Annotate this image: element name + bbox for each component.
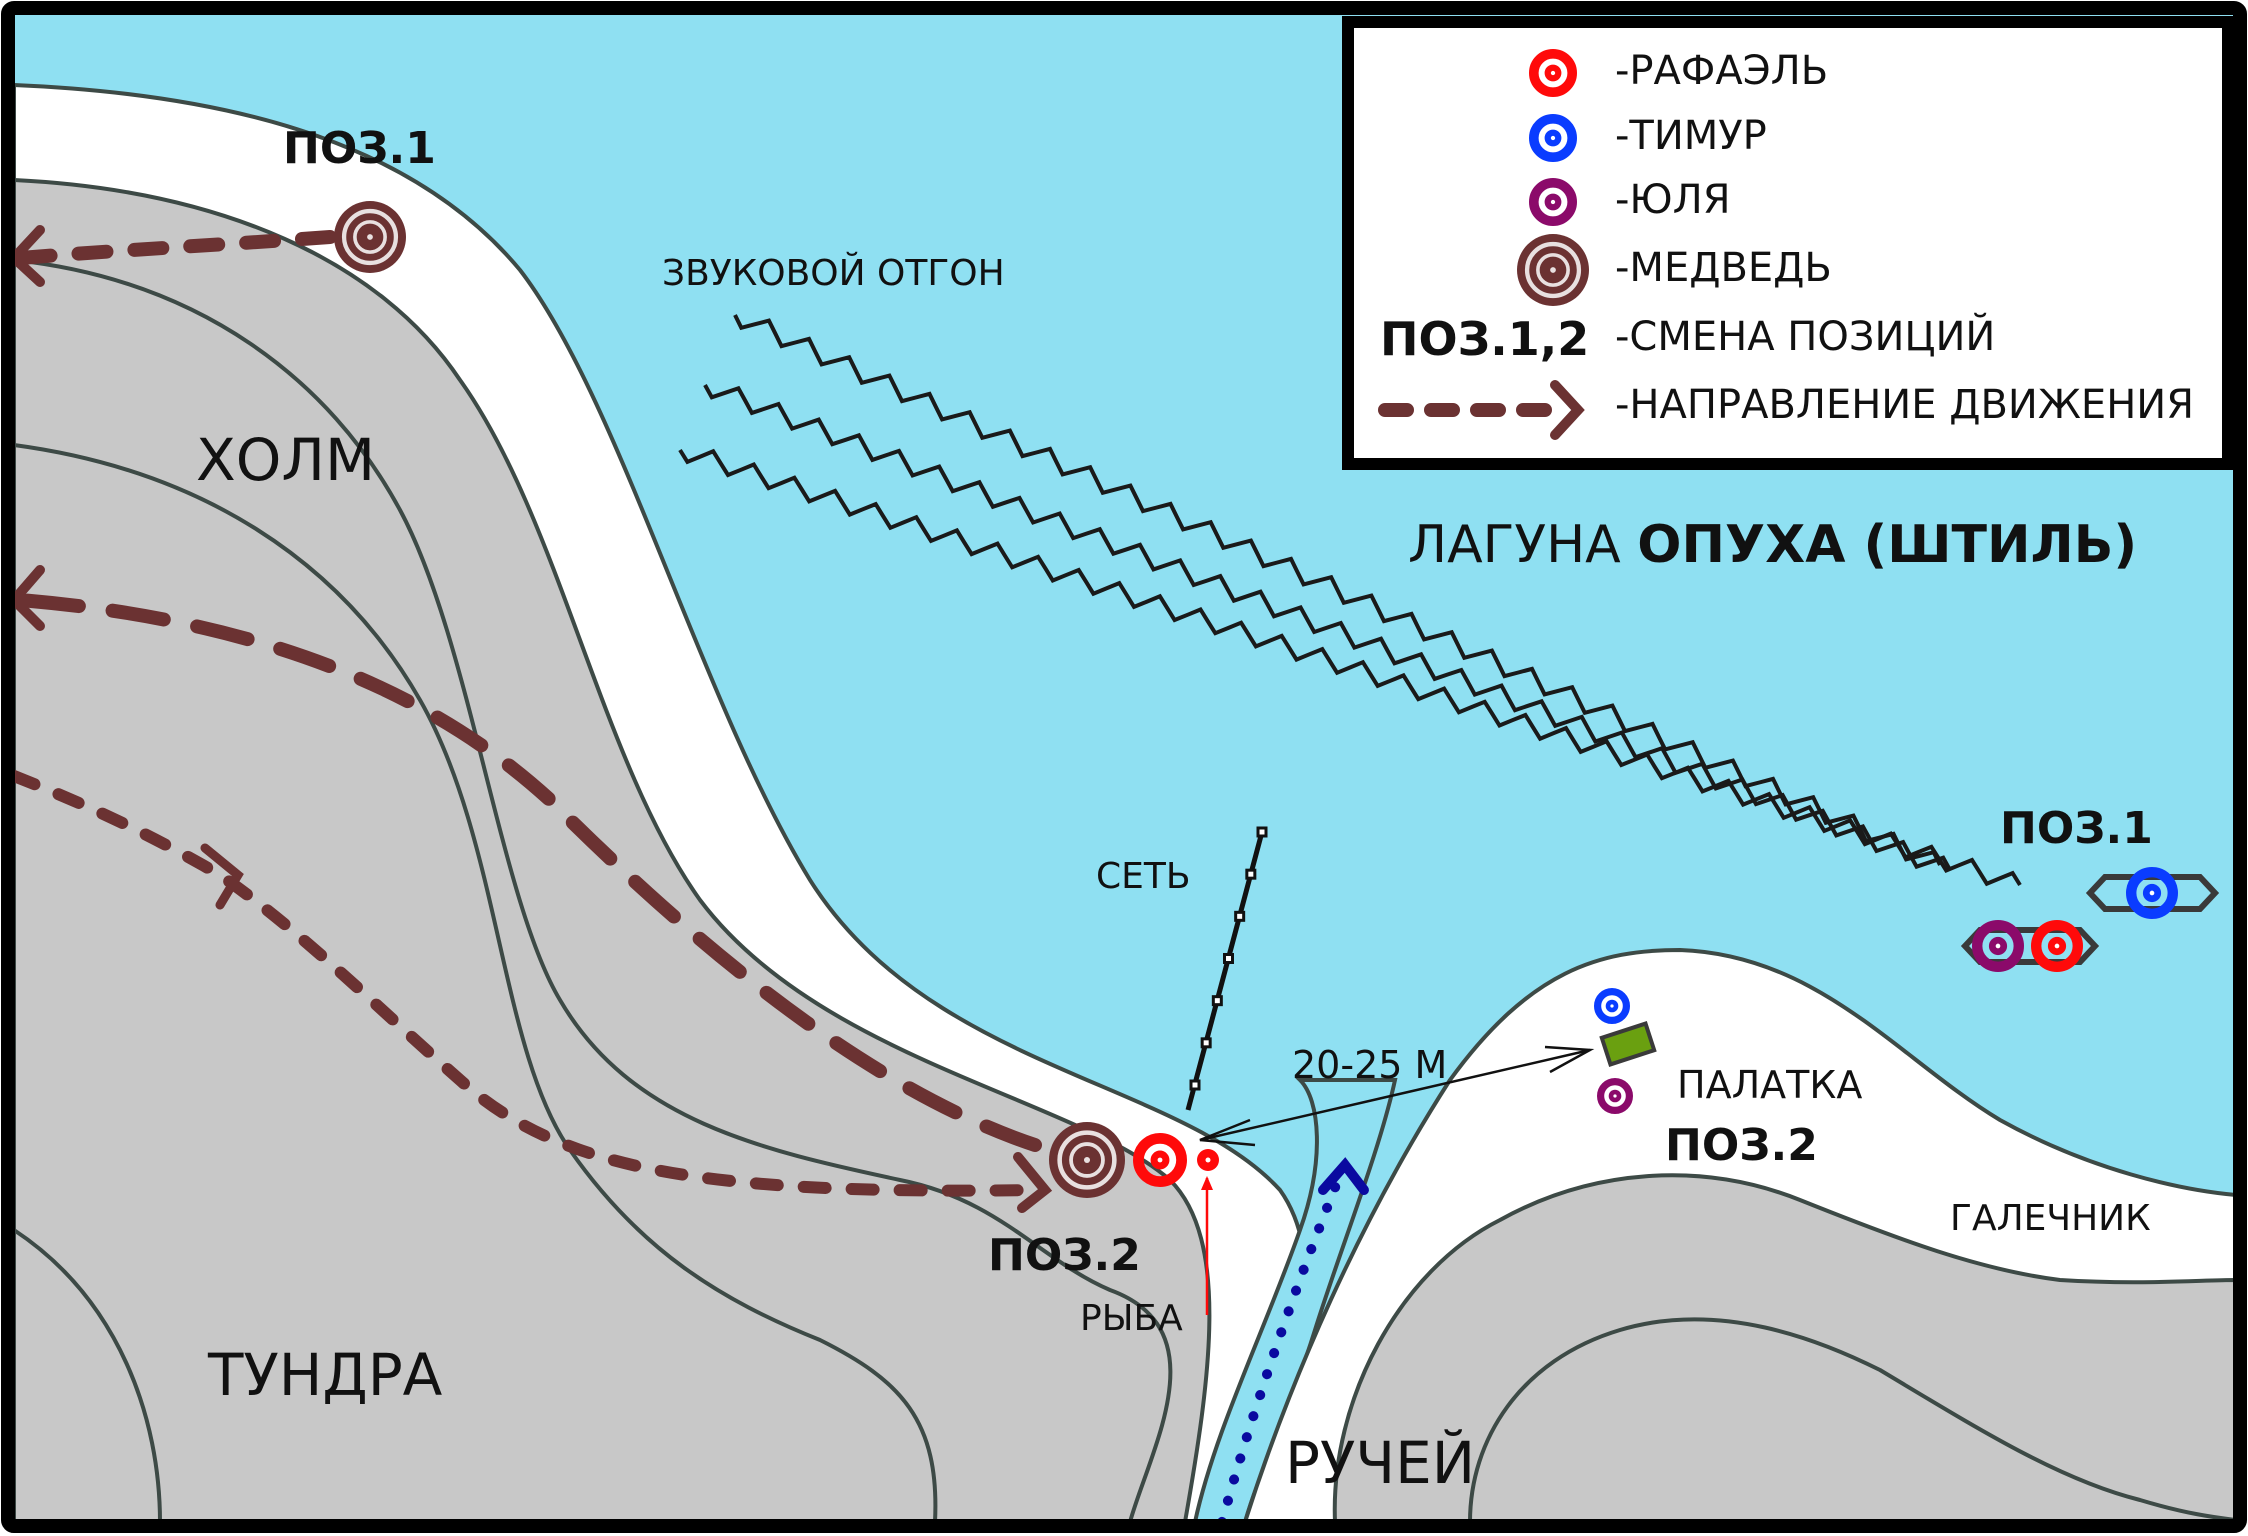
- legend-label-bear: -МЕДВЕДЬ: [1615, 245, 1832, 291]
- lagoon-label-prefix: ЛАГУНА: [1408, 515, 1637, 575]
- timur-marker-position-2: [1593, 987, 1630, 1024]
- net-float-icon: [1234, 910, 1246, 922]
- legend-label-yulia: -ЮЛЯ: [1615, 177, 1731, 223]
- fish-label: РЫБА: [1080, 1298, 1183, 1339]
- yulia-marker-icon: [1529, 178, 1578, 227]
- sound-waves: [678, 314, 2022, 887]
- yulia-marker-position-2: [1596, 1077, 1633, 1114]
- legend-box: [1342, 16, 2234, 470]
- rafael-marker-position-1: [2030, 920, 2083, 973]
- hill-label: ХОЛМ: [196, 426, 375, 494]
- legend-label-movement: -НАПРАВЛЕНИЕ ДВИЖЕНИЯ: [1615, 382, 2194, 428]
- bear-marker-icon: [1517, 234, 1589, 306]
- bear-marker-position-2: [1049, 1122, 1125, 1198]
- bear-path-retreat-middle: [13, 593, 1042, 1152]
- lagoon-label: ЛАГУНА ОПУХА (ШТИЛЬ): [1408, 515, 2137, 575]
- tundra-label: ТУНДРА: [207, 1341, 443, 1409]
- rafael-marker-icon: [1529, 48, 1578, 98]
- sound-wave: [733, 314, 1942, 866]
- contour-line: [13, 443, 938, 1523]
- arrow-head-icon: [1318, 1157, 1369, 1195]
- right-land: [1332, 1173, 2238, 1524]
- tent-label: ПАЛАТКА: [1677, 1063, 1862, 1107]
- timur-marker-icon: [1529, 114, 1578, 163]
- arrow-head-icon: [200, 843, 244, 910]
- net-float-icon: [1223, 953, 1234, 964]
- legend: -РАФАЭЛЬ -ТИМУР -ЮЛЯ -МЕДВЕДЬ -СМЕНА ПОЗ…: [1342, 16, 2234, 470]
- fishing-net: [1185, 826, 1268, 1111]
- timur-marker-position-1: [2125, 867, 2178, 920]
- sound-wave: [703, 384, 1952, 871]
- tent-icon: [1599, 1021, 1657, 1067]
- net-float-icon: [1200, 1037, 1212, 1049]
- distance-arrow: [1199, 1045, 1595, 1147]
- bear-marker-position-1: [334, 201, 406, 273]
- net-float-icon: [1211, 995, 1223, 1007]
- contour-line: [13, 258, 1173, 1523]
- arrow-head-icon: [1013, 1152, 1053, 1213]
- legend-label-timur: -ТИМУР: [1615, 113, 1767, 159]
- yulia-marker-position-1: [1971, 920, 2024, 973]
- bear-position-1-label: ПОЗ.1: [283, 123, 436, 174]
- net-label: СЕТЬ: [1096, 856, 1191, 897]
- shingle-label: ГАЛЕЧНИК: [1950, 1198, 2151, 1239]
- distance-label: 20-25 М: [1292, 1043, 1447, 1087]
- dashed-arrow-icon: [1378, 380, 1585, 440]
- contour-line: [1468, 1317, 2237, 1523]
- rafael-marker-position-2: [1133, 1133, 1188, 1188]
- legend-label-position-change: -СМЕНА ПОЗИЦИЙ: [1615, 312, 1995, 360]
- net-float-icon: [1189, 1079, 1201, 1091]
- lagoon-label-name: ОПУХА (ШТИЛЬ): [1637, 515, 2137, 575]
- sound-deterrent-label: ЗВУКОВОЙ ОТГОН: [662, 252, 1005, 294]
- bear-position-2-label: ПОЗ.2: [988, 1230, 1141, 1281]
- people-position-2-label: ПОЗ.2: [1665, 1120, 1818, 1171]
- bear-path-approach: [8, 770, 1041, 1197]
- boat-icon: [2085, 874, 2220, 912]
- contour-line: [12, 1228, 162, 1523]
- legend-label-rafael: -РАФАЭЛЬ: [1615, 48, 1828, 94]
- people-position-1-label: ПОЗ.1: [2000, 803, 2153, 854]
- stream-path: [1217, 1157, 1369, 1527]
- net-float-icon: [1245, 868, 1257, 880]
- fish-marker: [1197, 1149, 1219, 1315]
- legend-position-change-symbol: ПОЗ.1,2: [1380, 312, 1589, 366]
- sound-wave: [678, 448, 2022, 887]
- net-float-icon: [1256, 826, 1268, 838]
- stream-label: РУЧЕЙ: [1285, 1428, 1475, 1497]
